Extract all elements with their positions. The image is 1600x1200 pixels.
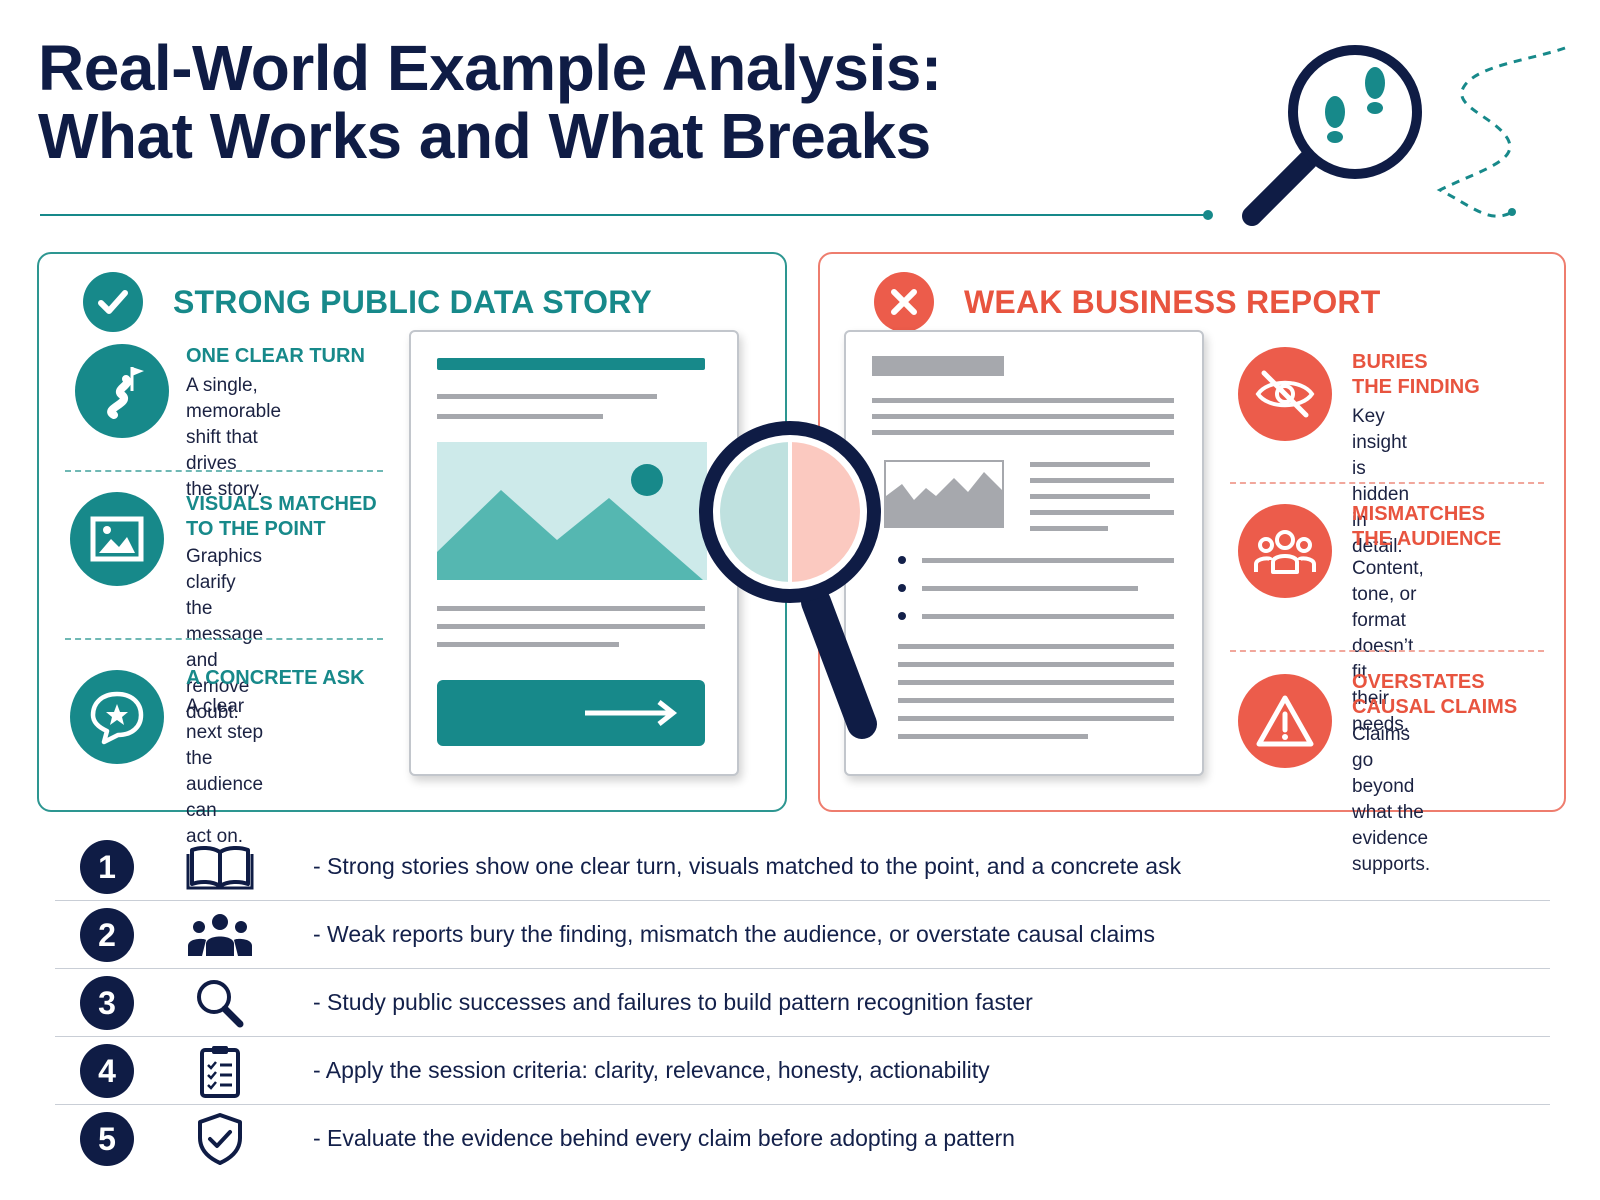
strong-panel-header: STRONG PUBLIC DATA STORY (83, 272, 652, 332)
page-title-line-2: What Works and What Breaks (38, 100, 931, 172)
step-number: 2 (80, 908, 134, 962)
takeaway-row: 4 - Apply the session criteria: clarity,… (55, 1037, 1550, 1105)
step-number: 4 (80, 1044, 134, 1098)
doc-text-line (1030, 478, 1174, 483)
shield-check-icon (185, 1109, 255, 1169)
takeaway-row: 1 - Strong stories show one clear turn, … (55, 833, 1550, 901)
divider (65, 638, 383, 640)
doc-text-line (1030, 462, 1150, 467)
clipboard-checklist-icon (185, 1041, 255, 1101)
divider (1230, 650, 1544, 652)
doc-text-line (437, 606, 705, 611)
doc-text-line (922, 614, 1174, 619)
doc-text-line (898, 644, 1174, 649)
strong-panel-heading: STRONG PUBLIC DATA STORY (173, 283, 652, 320)
strong-document-mockup (409, 330, 739, 776)
doc-text-line (437, 642, 619, 647)
takeaway-row: 3 - Study public successes and failures … (55, 969, 1550, 1037)
feature-description: Graphics clarify the message and remove … (186, 546, 264, 723)
bullet-dot (898, 584, 906, 592)
feature-title: VISUALS MATCHED TO THE POINT (186, 493, 377, 540)
page-title: Real-World Example Analysis: What Works … (38, 36, 1158, 168)
bullet-dot (898, 612, 906, 620)
feature-description: Claims go beyond what the evidence suppo… (1352, 724, 1431, 875)
takeaway-text: - Apply the session criteria: clarity, r… (313, 1057, 990, 1083)
step-number: 3 (80, 976, 134, 1030)
doc-text-line (898, 698, 1174, 703)
divider (65, 470, 383, 472)
feature-description: A single, memorable shift that drives th… (186, 375, 282, 500)
feature-title: MISMATCHES THE AUDIENCE (1352, 503, 1502, 550)
doc-call-to-action-button (437, 680, 705, 746)
doc-text-line (922, 586, 1138, 591)
takeaway-row: 5 - Evaluate the evidence behind every c… (55, 1105, 1550, 1173)
step-number: 5 (80, 1112, 134, 1166)
weak-document-mockup (844, 330, 1204, 776)
takeaway-text: - Evaluate the evidence behind every cla… (313, 1125, 1015, 1151)
doc-title-bar (872, 356, 1004, 376)
title-underline-dot (1203, 210, 1213, 220)
doc-small-chart (884, 460, 1004, 528)
feature-title: OVERSTATES CAUSAL CLAIMS (1352, 671, 1518, 718)
doc-text-line (872, 430, 1174, 435)
image-icon (70, 492, 164, 586)
doc-text-line (437, 394, 657, 399)
arrow-right-icon (585, 700, 678, 726)
eye-slash-icon (1238, 347, 1332, 441)
feature-description: Key insight is hidden in detail. (1352, 406, 1410, 557)
row-divider (55, 900, 1550, 901)
magnifier-icon (185, 973, 255, 1033)
doc-text-line (1030, 494, 1150, 499)
takeaway-row: 2 - Weak reports bury the finding, misma… (55, 901, 1550, 969)
doc-text-line (898, 716, 1174, 721)
doc-title-bar (437, 358, 705, 370)
doc-text-line (898, 734, 1088, 739)
open-book-icon (185, 837, 255, 897)
warning-triangle-icon (1238, 674, 1332, 768)
step-number: 1 (80, 840, 134, 894)
doc-text-line (922, 558, 1174, 563)
row-divider (55, 968, 1550, 969)
feature-title: BURIES THE FINDING (1352, 351, 1480, 398)
takeaway-text: - Weak reports bury the finding, mismatc… (313, 921, 1156, 947)
feature-description: A clear next step the audience can act o… (186, 696, 264, 847)
doc-text-line (872, 398, 1174, 403)
row-divider (55, 1104, 1550, 1105)
people-group-icon (1238, 504, 1332, 598)
strong-story-panel: STRONG PUBLIC DATA STORY ONE CLEAR TURN … (37, 252, 787, 847)
doc-chart-image (437, 442, 707, 580)
winding-road-flag-icon (75, 344, 169, 438)
doc-text-line (437, 414, 603, 419)
doc-text-line (1030, 510, 1174, 515)
doc-text-line (898, 680, 1174, 685)
divider (1230, 482, 1544, 484)
star-speech-bubble-icon (70, 670, 164, 764)
weak-panel-heading: WEAK BUSINESS REPORT (964, 283, 1381, 320)
page-title-line-1: Real-World Example Analysis: (38, 32, 942, 104)
doc-text-line (872, 414, 1174, 419)
feature-title: ONE CLEAR TURN (186, 345, 365, 367)
row-divider (55, 1036, 1550, 1037)
doc-text-line (898, 662, 1174, 667)
comparison-magnifier-icon (699, 421, 881, 739)
weak-report-panel: WEAK BUSINESS REPORT (818, 252, 1566, 875)
magnifier-footprints-icon (1242, 45, 1566, 226)
takeaway-text: - Study public successes and failures to… (313, 989, 1033, 1015)
feature-title: A CONCRETE ASK (186, 667, 365, 689)
doc-text-line (437, 624, 705, 629)
doc-text-line (1030, 526, 1108, 531)
x-icon (874, 272, 934, 332)
title-underline (40, 214, 1208, 216)
check-icon (83, 272, 143, 332)
bullet-dot (898, 556, 906, 564)
weak-panel-header: WEAK BUSINESS REPORT (874, 272, 1380, 332)
takeaway-text: - Strong stories show one clear turn, vi… (313, 853, 1182, 879)
people-group-icon (185, 905, 255, 965)
